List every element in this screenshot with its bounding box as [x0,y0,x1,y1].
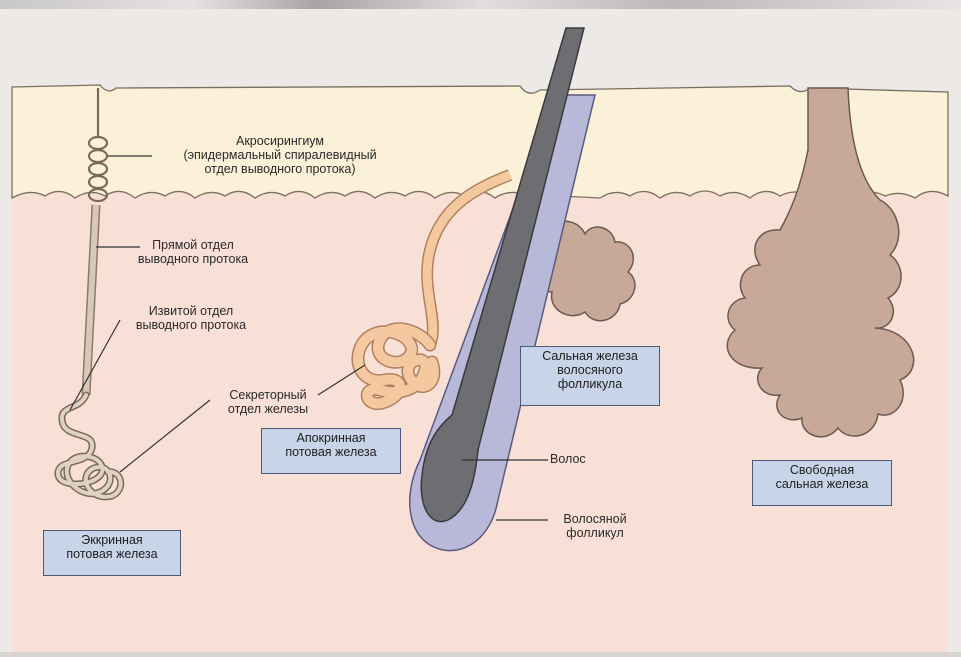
bottom-border [0,652,961,657]
hair-follicle-label: Волосяной фолликул [540,512,650,540]
acrosyringium-label: Акросирингиум (эпидермальный спиралевидн… [150,134,410,176]
straight-duct-label: Прямой отдел выводного протока [118,238,268,266]
hair-label: Волос [550,452,620,466]
apocrine-gland-box: Апокринная потовая железа [261,428,401,474]
follicle-sebaceous-box: Сальная железа волосяного фолликула [520,346,660,406]
free-sebaceous-box: Свободная сальная железа [752,460,892,506]
secretory-label: Секреторный отдел железы [208,388,328,416]
eccrine-gland-box: Эккринная потовая железа [43,530,181,576]
coiled-duct-label: Извитой отдел выводного протока [116,304,266,332]
